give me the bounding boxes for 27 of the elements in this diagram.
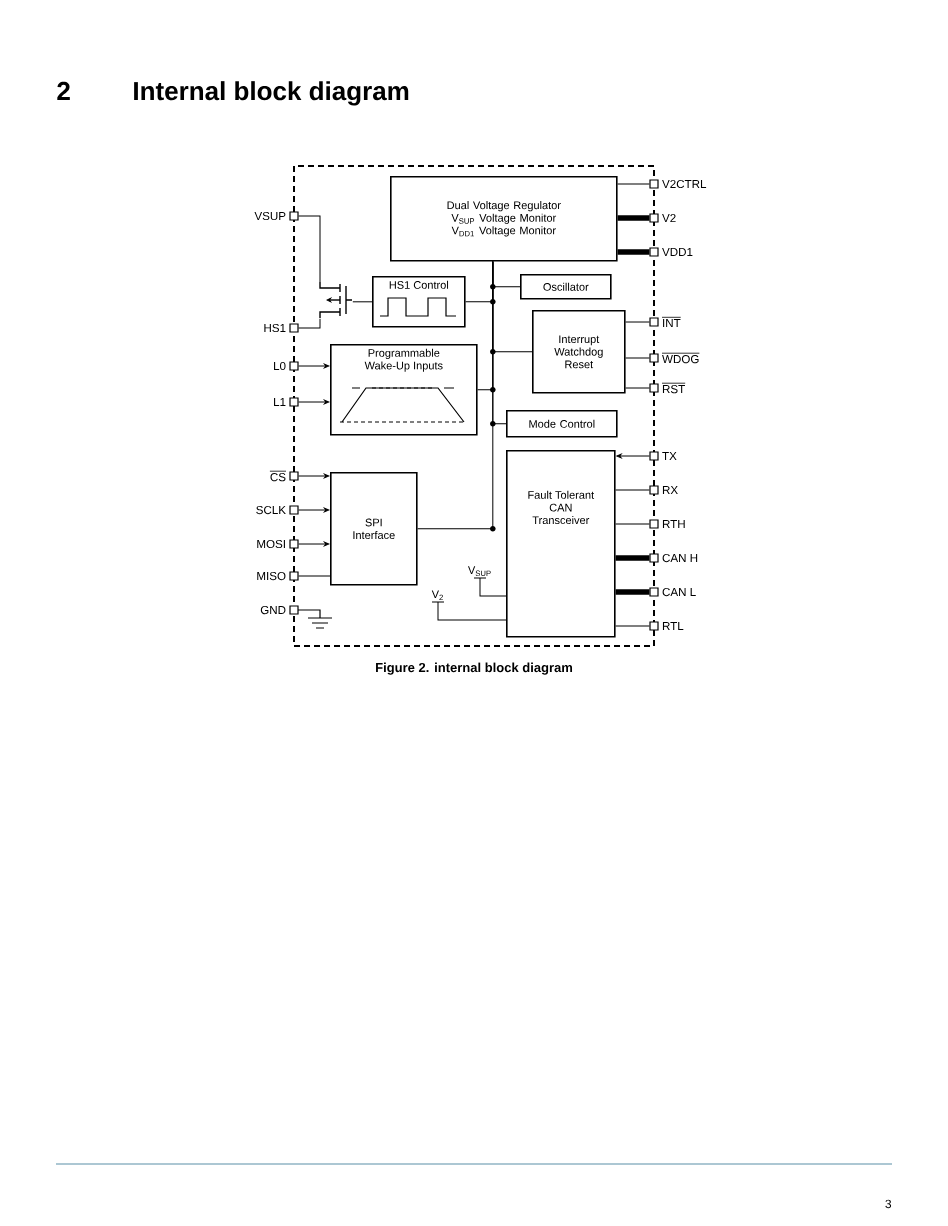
connector: [298, 399, 330, 405]
connector: [298, 215, 321, 283]
connector: [625, 357, 650, 359]
connector: [625, 321, 650, 323]
connector: [615, 625, 650, 627]
connector: [625, 387, 650, 389]
connector: [298, 363, 330, 369]
connector: [417, 261, 494, 530]
connector: [473, 577, 507, 597]
heading-number: 2: [57, 81, 70, 100]
connector: [298, 318, 321, 329]
connector: [615, 523, 650, 525]
connector: [352, 301, 373, 303]
connector: [615, 589, 650, 595]
connector: [298, 507, 330, 513]
connector: [298, 575, 331, 577]
connector: [616, 453, 650, 459]
heading: Internal block diagram: [134, 81, 409, 106]
connector: [615, 489, 650, 491]
connector: [431, 601, 507, 621]
connector: [617, 249, 650, 255]
transistor-symbol: [319, 281, 353, 319]
connector: [617, 215, 650, 221]
connector: [298, 541, 330, 547]
connector: [617, 183, 650, 185]
connector: [615, 555, 650, 561]
connector: [298, 473, 330, 479]
